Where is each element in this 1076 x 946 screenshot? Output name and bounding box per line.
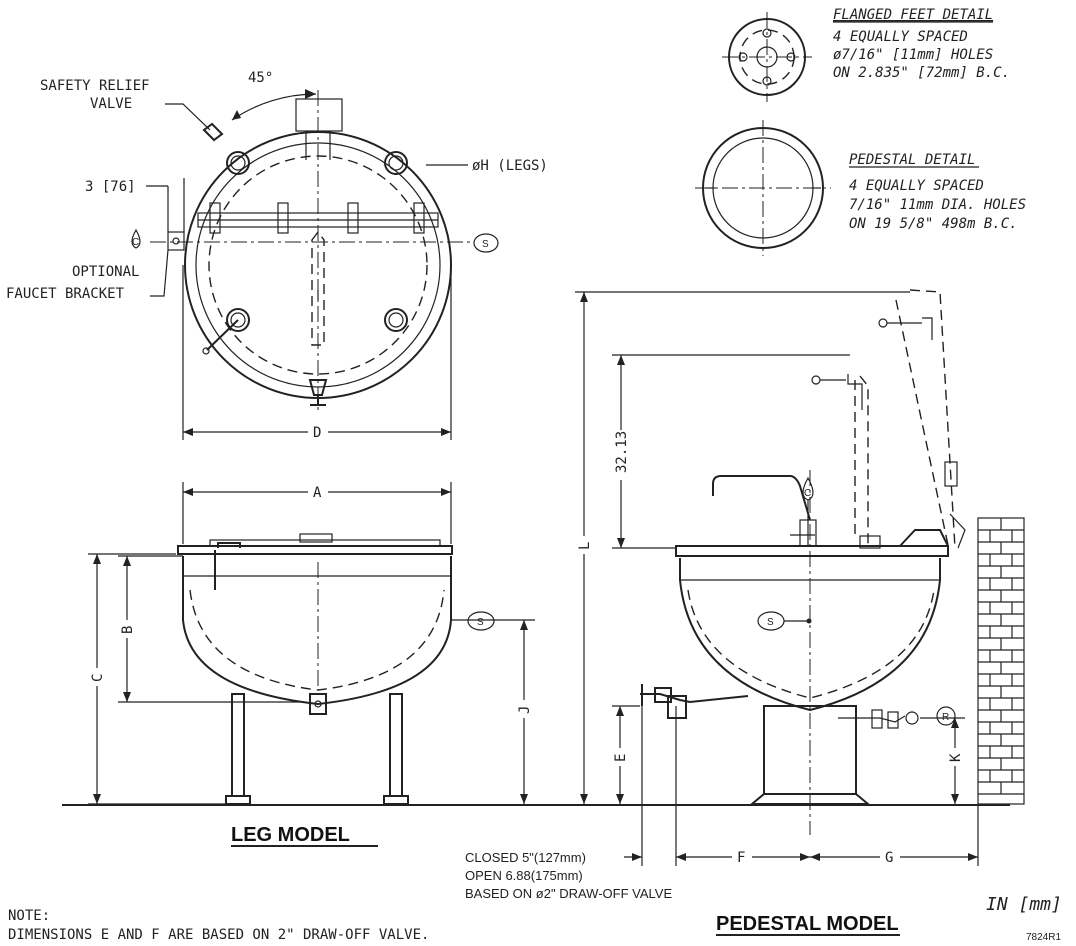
svg-text:S: S <box>482 239 489 250</box>
top-view: 45° SAFETY RELIEF VALVE øH (LEGS) 3 [76]… <box>6 70 548 441</box>
flanged-line-1: 4 EQUALLY SPACED <box>833 29 968 45</box>
note-label: NOTE: <box>8 908 50 924</box>
flanged-feet-detail: FLANGED FEET DETAIL 4 EQUALLY SPACED ø7/… <box>722 7 1010 102</box>
svg-text:R: R <box>942 712 949 723</box>
svg-text:C: C <box>804 488 811 499</box>
dim-e: E <box>613 754 629 762</box>
marker-s-top: S <box>473 233 499 253</box>
leg-model: A B C J S LEG MODEL <box>88 482 535 847</box>
dim-32-13: 32.13 <box>614 431 630 473</box>
note-text: DIMENSIONS E AND F ARE BASED ON 2" DRAW-… <box>8 927 429 943</box>
faucet-label-1: OPTIONAL <box>72 264 139 280</box>
marker-s-leg: S <box>467 611 495 631</box>
dim-f: F <box>737 850 745 866</box>
pedestal-model-title: PEDESTAL MODEL <box>716 913 899 935</box>
pedestal-model: L 32.13 E K F G <box>465 289 1025 936</box>
leg-model-title: LEG MODEL <box>231 824 350 846</box>
drawing-number: 7824R1 <box>1026 932 1061 943</box>
pedestal-detail: PEDESTAL DETAIL 4 EQUALLY SPACED 7/16" 1… <box>695 120 1026 256</box>
dim-g: G <box>885 850 893 866</box>
closed-label: CLOSED 5"(127mm) <box>465 850 586 865</box>
dim-b: B <box>120 626 136 634</box>
svg-text:S: S <box>477 617 484 628</box>
pedestal-detail-line-1: 4 EQUALLY SPACED <box>849 178 984 194</box>
brick-wall <box>977 517 1025 805</box>
dim-l: L <box>577 542 593 550</box>
pedestal-detail-line-2: 7/16" 11mm DIA. HOLES <box>849 197 1026 213</box>
marker-r-pedestal: R <box>936 706 956 726</box>
dim-a: A <box>313 485 322 501</box>
dim-c: C <box>90 674 106 682</box>
open-label: OPEN 6.88(175mm) <box>465 868 583 883</box>
svg-text:S: S <box>767 617 774 628</box>
offset-label: 3 [76] <box>85 179 136 195</box>
based-label: BASED ON ø2" DRAW-OFF VALVE <box>465 886 672 901</box>
marker-c-pedestal: C <box>802 476 814 546</box>
marker-c-top: C <box>131 228 141 249</box>
safety-relief-label-1: SAFETY RELIEF <box>40 78 150 94</box>
dim-d: D <box>313 425 321 441</box>
angle-label: 45° <box>248 70 273 86</box>
legs-label: øH (LEGS) <box>472 158 548 174</box>
flanged-title: FLANGED FEET DETAIL <box>833 7 993 23</box>
dim-j: J <box>517 706 533 714</box>
svg-text:C: C <box>132 237 139 248</box>
units-label: IN [mm] <box>986 894 1062 915</box>
marker-s-pedestal: S <box>757 611 812 631</box>
pedestal-detail-title: PEDESTAL DETAIL <box>849 152 975 168</box>
pedestal-detail-line-3: ON 19 5/8" 498m B.C. <box>849 216 1018 232</box>
flanged-line-3: ON 2.835" [72mm] B.C. <box>833 65 1010 81</box>
safety-relief-label-2: VALVE <box>90 96 132 112</box>
leg-marks <box>226 151 408 332</box>
dim-k: K <box>948 753 964 762</box>
flanged-line-2: ø7/16" [11mm] HOLES <box>833 47 993 63</box>
faucet-label-2: FAUCET BRACKET <box>6 286 125 302</box>
